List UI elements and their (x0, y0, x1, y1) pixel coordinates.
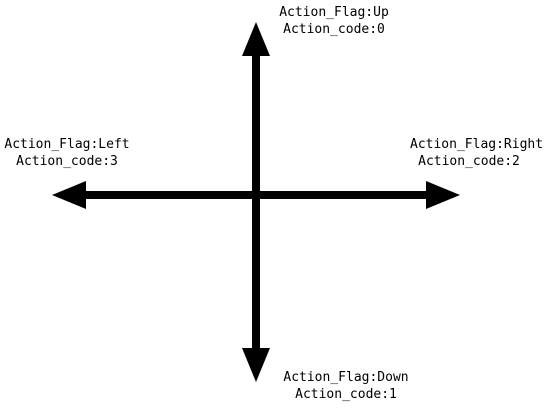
down-code-text: Action_code:1 (295, 387, 397, 402)
right-code-text: Action_code:2 (418, 154, 520, 169)
label-left: Action_Flag:Left Action_code:3 (0, 136, 134, 170)
label-up: Action_Flag:Up Action_code:0 (270, 4, 398, 38)
label-down: Action_Flag:Down Action_code:1 (282, 369, 410, 403)
up-flag-text: Action_Flag:Up (279, 5, 389, 20)
arrow-right-icon (426, 181, 460, 209)
label-right: Action_Flag:Right Action_code:2 (410, 136, 544, 170)
horizontal-axis-line (80, 191, 436, 199)
arrow-left-icon (52, 181, 86, 209)
right-flag-text: Action_Flag:Right (410, 137, 544, 152)
left-flag-text: Action_Flag:Left (4, 137, 130, 152)
up-code-text: Action_code:0 (283, 22, 385, 37)
down-flag-text: Action_Flag:Down (283, 370, 409, 385)
arrow-down-icon (242, 348, 270, 382)
vertical-axis-line (252, 46, 260, 358)
arrow-up-icon (242, 22, 270, 56)
left-code-text: Action_code:3 (16, 154, 118, 169)
